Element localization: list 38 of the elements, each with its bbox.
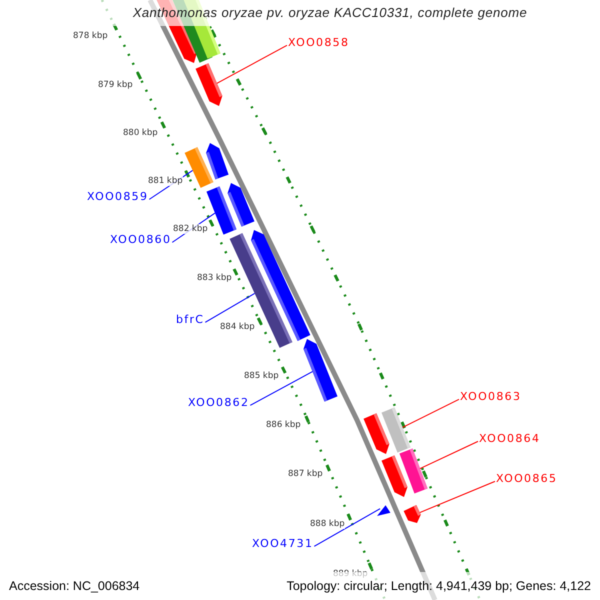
scale-label: 887 kbp bbox=[288, 469, 323, 479]
gene-feature bbox=[303, 339, 338, 402]
gene-label: XOO0865 bbox=[496, 472, 558, 485]
scale-label: 884 kbp bbox=[220, 322, 255, 332]
title: Xanthomonas oryzae pv. oryzae KACC10331, complete genome bbox=[132, 4, 528, 22]
gene-label: XOO0859 bbox=[87, 190, 148, 203]
scale-label: 883 kbp bbox=[197, 273, 232, 283]
gene-label: bfrC bbox=[176, 313, 204, 326]
scale-label: 880 kbp bbox=[123, 128, 158, 138]
gene-feature bbox=[399, 448, 428, 494]
leader-line bbox=[314, 508, 381, 547]
gene-feature bbox=[377, 505, 390, 516]
scale-label: 879 kbp bbox=[98, 80, 133, 90]
gene-label: XOO0862 bbox=[188, 396, 250, 409]
leader-line bbox=[402, 398, 460, 428]
footer-text: Accession: NC_006834 bbox=[9, 578, 140, 595]
scale-label: 888 kbp bbox=[310, 519, 345, 529]
gene-feature bbox=[382, 407, 410, 453]
leader-line bbox=[204, 292, 256, 323]
gene-label: XOO0863 bbox=[460, 390, 522, 403]
gene-feature bbox=[404, 505, 421, 523]
scale-label: 885 kbp bbox=[244, 371, 279, 381]
scale-label: 881 kbp bbox=[148, 176, 183, 186]
leader-line bbox=[419, 480, 496, 514]
gene-feature bbox=[196, 63, 222, 106]
gene-feature bbox=[206, 143, 229, 180]
scale-label: 886 kbp bbox=[266, 420, 301, 430]
leader-line bbox=[420, 440, 478, 470]
gene-feature bbox=[228, 183, 254, 227]
scale-label: 882 kbp bbox=[173, 224, 208, 234]
gene-label: XOO4731 bbox=[252, 537, 314, 550]
scale-label: 878 kbp bbox=[73, 31, 108, 41]
gene-label: XOO0860 bbox=[110, 233, 172, 246]
gene-label: XOO0864 bbox=[479, 432, 540, 445]
gene-label: XOO0858 bbox=[288, 36, 350, 49]
leader-line bbox=[250, 371, 313, 406]
leader-line bbox=[216, 44, 288, 84]
footer-text: Topology: circular; Length: 4,941,439 bp; Genes: 4,122 bbox=[286, 578, 591, 595]
